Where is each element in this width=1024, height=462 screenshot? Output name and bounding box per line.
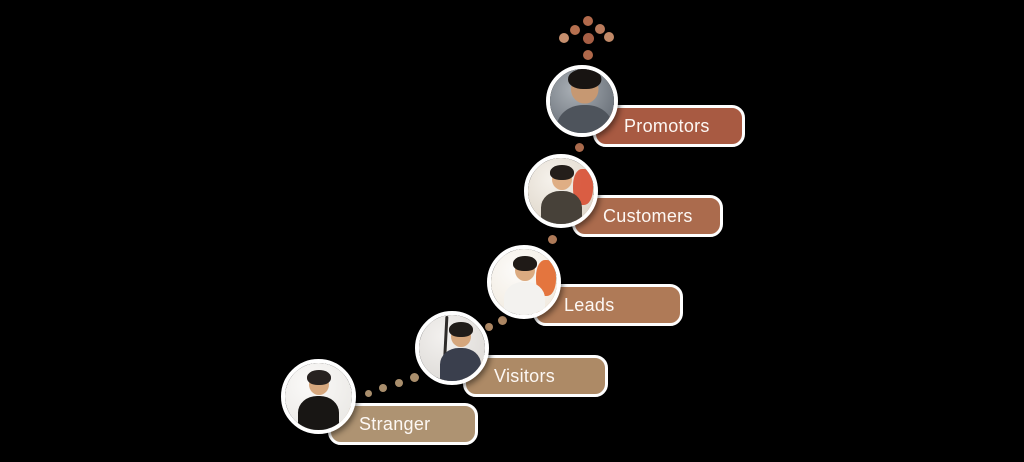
step-bar-visitors: Visitors	[463, 355, 608, 397]
trail-dot	[547, 234, 557, 244]
step-label-promotors: Promotors	[624, 116, 710, 136]
person-silhouette	[550, 69, 614, 133]
step-label-stranger: Stranger	[359, 414, 431, 434]
trail-dot	[485, 323, 493, 331]
person-torso	[440, 348, 482, 381]
up-arrow-dot	[583, 50, 593, 60]
trail-dot	[497, 315, 507, 325]
person-torso	[541, 191, 583, 224]
step-avatar-visitors	[415, 311, 489, 385]
trail-dot	[379, 384, 387, 392]
step-bar-stranger: Stranger	[328, 403, 478, 445]
trail-dot	[364, 389, 372, 397]
person-torso	[297, 396, 340, 430]
person-hair	[512, 256, 537, 271]
person-silhouette	[528, 158, 594, 224]
person-hair	[448, 322, 473, 337]
trail-dot	[395, 379, 403, 387]
person-silhouette	[285, 363, 352, 430]
up-arrow-dot	[595, 24, 605, 34]
up-arrow-dot	[582, 32, 594, 44]
trail-dot	[409, 372, 419, 382]
step-avatar-stranger	[280, 358, 356, 434]
up-arrow-dot	[559, 33, 569, 43]
avatar-photo-accent	[535, 259, 556, 296]
step-avatar-leads	[487, 245, 561, 319]
trail-dot	[574, 142, 584, 152]
step-label-visitors: Visitors	[494, 366, 556, 386]
person-silhouette	[427, 315, 485, 381]
person-torso	[556, 105, 614, 133]
step-avatar-promotors	[546, 65, 618, 137]
person-silhouette	[491, 249, 557, 315]
person-hair	[549, 165, 574, 180]
step-bar-promotors: Promotors	[593, 105, 745, 147]
up-arrow-dot	[570, 25, 580, 35]
person-torso	[504, 282, 546, 315]
step-avatar-customers	[524, 154, 598, 228]
up-arrow-dot	[604, 32, 614, 42]
step-label-leads: Leads	[564, 295, 615, 315]
person-hair	[306, 369, 331, 385]
person-hair	[568, 69, 602, 90]
up-arrow-dot	[583, 16, 593, 26]
step-label-customers: Customers	[603, 206, 693, 226]
avatar-photo-accent	[572, 168, 593, 205]
